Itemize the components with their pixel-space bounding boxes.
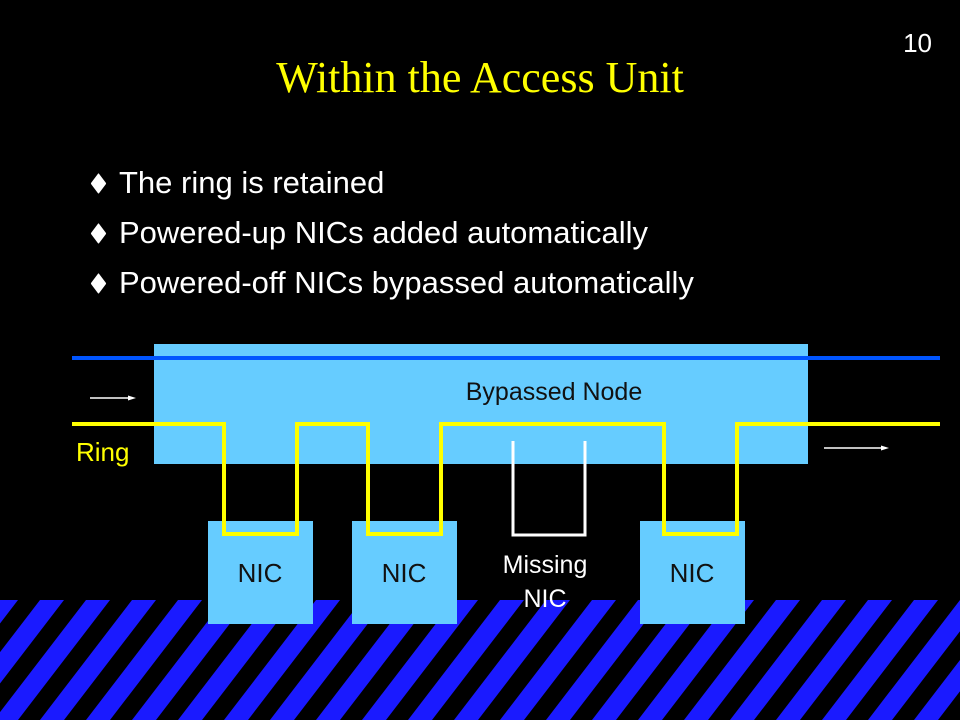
bullet-item: Powered-off NICs bypassed automatically	[90, 258, 694, 308]
bullet-text: Powered-off NICs bypassed automatically	[119, 265, 694, 300]
stripe	[18, 600, 132, 720]
stripe-decoration	[0, 600, 960, 720]
stripe	[478, 600, 592, 720]
stripe	[386, 600, 500, 720]
stripe	[846, 600, 960, 720]
bullet-list: The ring is retained Powered-up NICs add…	[90, 158, 694, 308]
stripe	[156, 600, 270, 720]
missing-nic-label-line: NIC	[523, 585, 567, 613]
nic-label: NIC	[381, 558, 427, 588]
stripe	[64, 600, 178, 720]
bullet-text: Powered-up NICs added automatically	[119, 215, 648, 250]
stripe	[202, 600, 316, 720]
stripe	[294, 600, 408, 720]
stripe	[340, 600, 454, 720]
nic-box	[640, 521, 745, 624]
arrow-right-icon	[90, 395, 136, 401]
stripe	[800, 600, 914, 720]
stripe	[662, 600, 776, 720]
stripe	[708, 600, 822, 720]
arrow-right-icon	[824, 445, 889, 451]
bullet-item: Powered-up NICs added automatically	[90, 208, 694, 258]
ring-label: Ring	[76, 437, 130, 467]
bypassed-node-label: Bypassed Node	[465, 378, 643, 406]
page-title: Within the Access Unit	[276, 53, 684, 102]
nic-box	[208, 521, 313, 624]
missing-nic-bracket	[511, 441, 587, 537]
bullet-text: The ring is retained	[119, 165, 385, 200]
ring-path	[72, 422, 940, 536]
stripe	[754, 600, 868, 720]
stripe	[616, 600, 730, 720]
stripe	[432, 600, 546, 720]
stripe	[248, 600, 362, 720]
stripe	[524, 600, 638, 720]
stripe	[110, 600, 224, 720]
bypassed-node-box	[154, 344, 808, 464]
nic-label: NIC	[669, 558, 715, 588]
page-number: 10	[903, 28, 932, 58]
missing-nic-label-line: Missing	[502, 551, 588, 579]
stripe	[570, 600, 684, 720]
nic-label: NIC	[237, 558, 283, 588]
bullet-item: The ring is retained	[90, 158, 694, 208]
missing-nic-label: Missing NIC	[480, 548, 610, 616]
nic-box	[352, 521, 457, 624]
